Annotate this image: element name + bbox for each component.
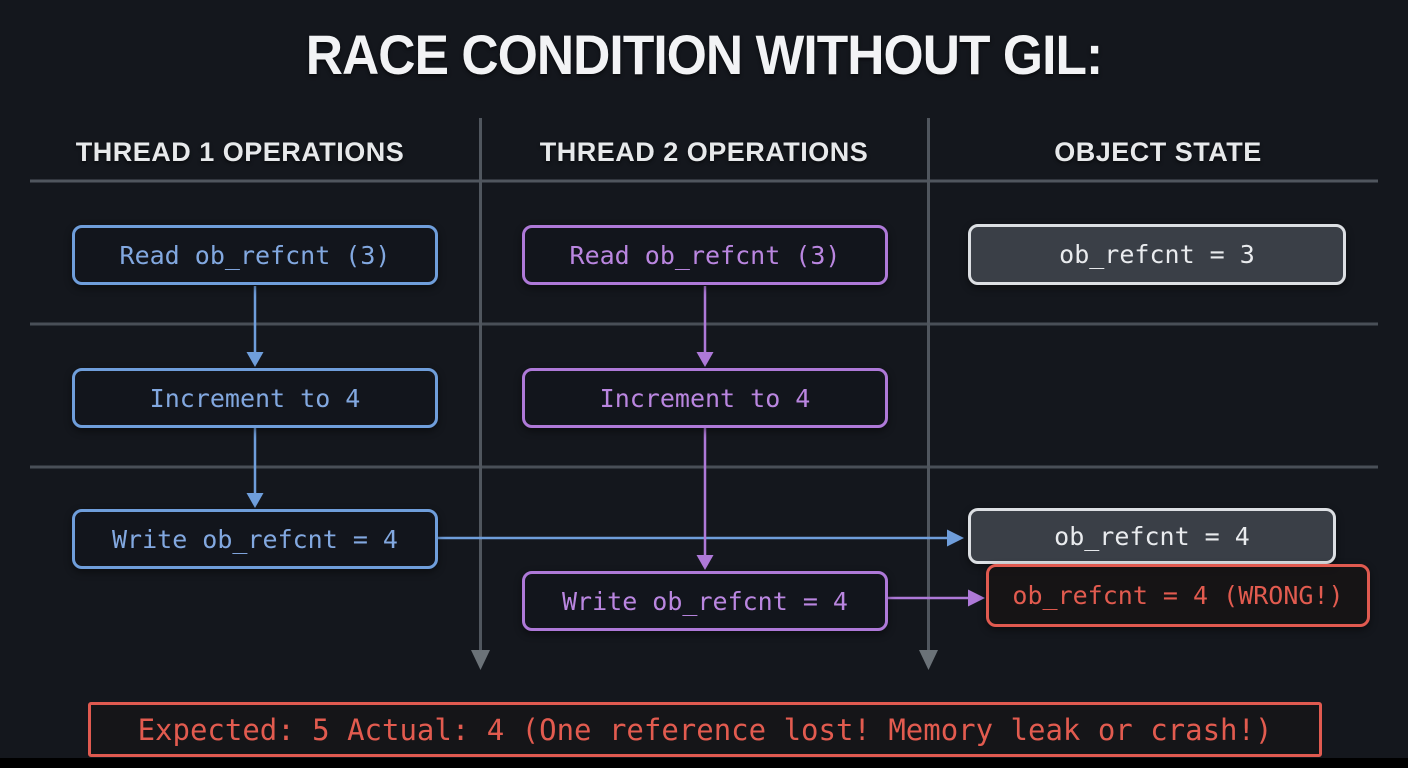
column-header-thread2: THREAD 2 OPERATIONS (539, 137, 869, 167)
object-state-initial: ob_refcnt = 3 (968, 224, 1346, 285)
arrow-down-icon (696, 555, 714, 570)
arrow-right-icon (947, 529, 964, 547)
column-header-object-state: OBJECT STATE (1054, 137, 1262, 167)
thread2-step-read: Read ob_refcnt (3) (522, 225, 888, 285)
object-state-after-thread1: ob_refcnt = 4 (968, 508, 1336, 564)
page-title: RACE CONDITION WITHOUT GIL: (305, 23, 1103, 86)
thread1-step-write: Write ob_refcnt = 4 (72, 509, 438, 569)
arrow-down-icon (696, 352, 714, 367)
thread2-step-increment: Increment to 4 (522, 368, 888, 428)
thread1-step-increment: Increment to 4 (72, 368, 438, 428)
column-header-thread1: THREAD 1 OPERATIONS (75, 137, 405, 167)
arrow-down-icon (246, 493, 264, 508)
arrow-down-icon (246, 352, 264, 367)
object-state-wrong: ob_refcnt = 4 (WRONG!) (986, 564, 1370, 627)
race-result-summary: Expected: 5 Actual: 4 (One reference los… (88, 702, 1322, 757)
bottom-strip (0, 758, 1408, 768)
timeline-arrow-down-icon (919, 650, 938, 670)
arrow-right-icon (968, 589, 985, 607)
thread2-step-write: Write ob_refcnt = 4 (522, 571, 888, 631)
timeline-arrow-down-icon (471, 650, 490, 670)
thread1-step-read: Read ob_refcnt (3) (72, 225, 438, 285)
